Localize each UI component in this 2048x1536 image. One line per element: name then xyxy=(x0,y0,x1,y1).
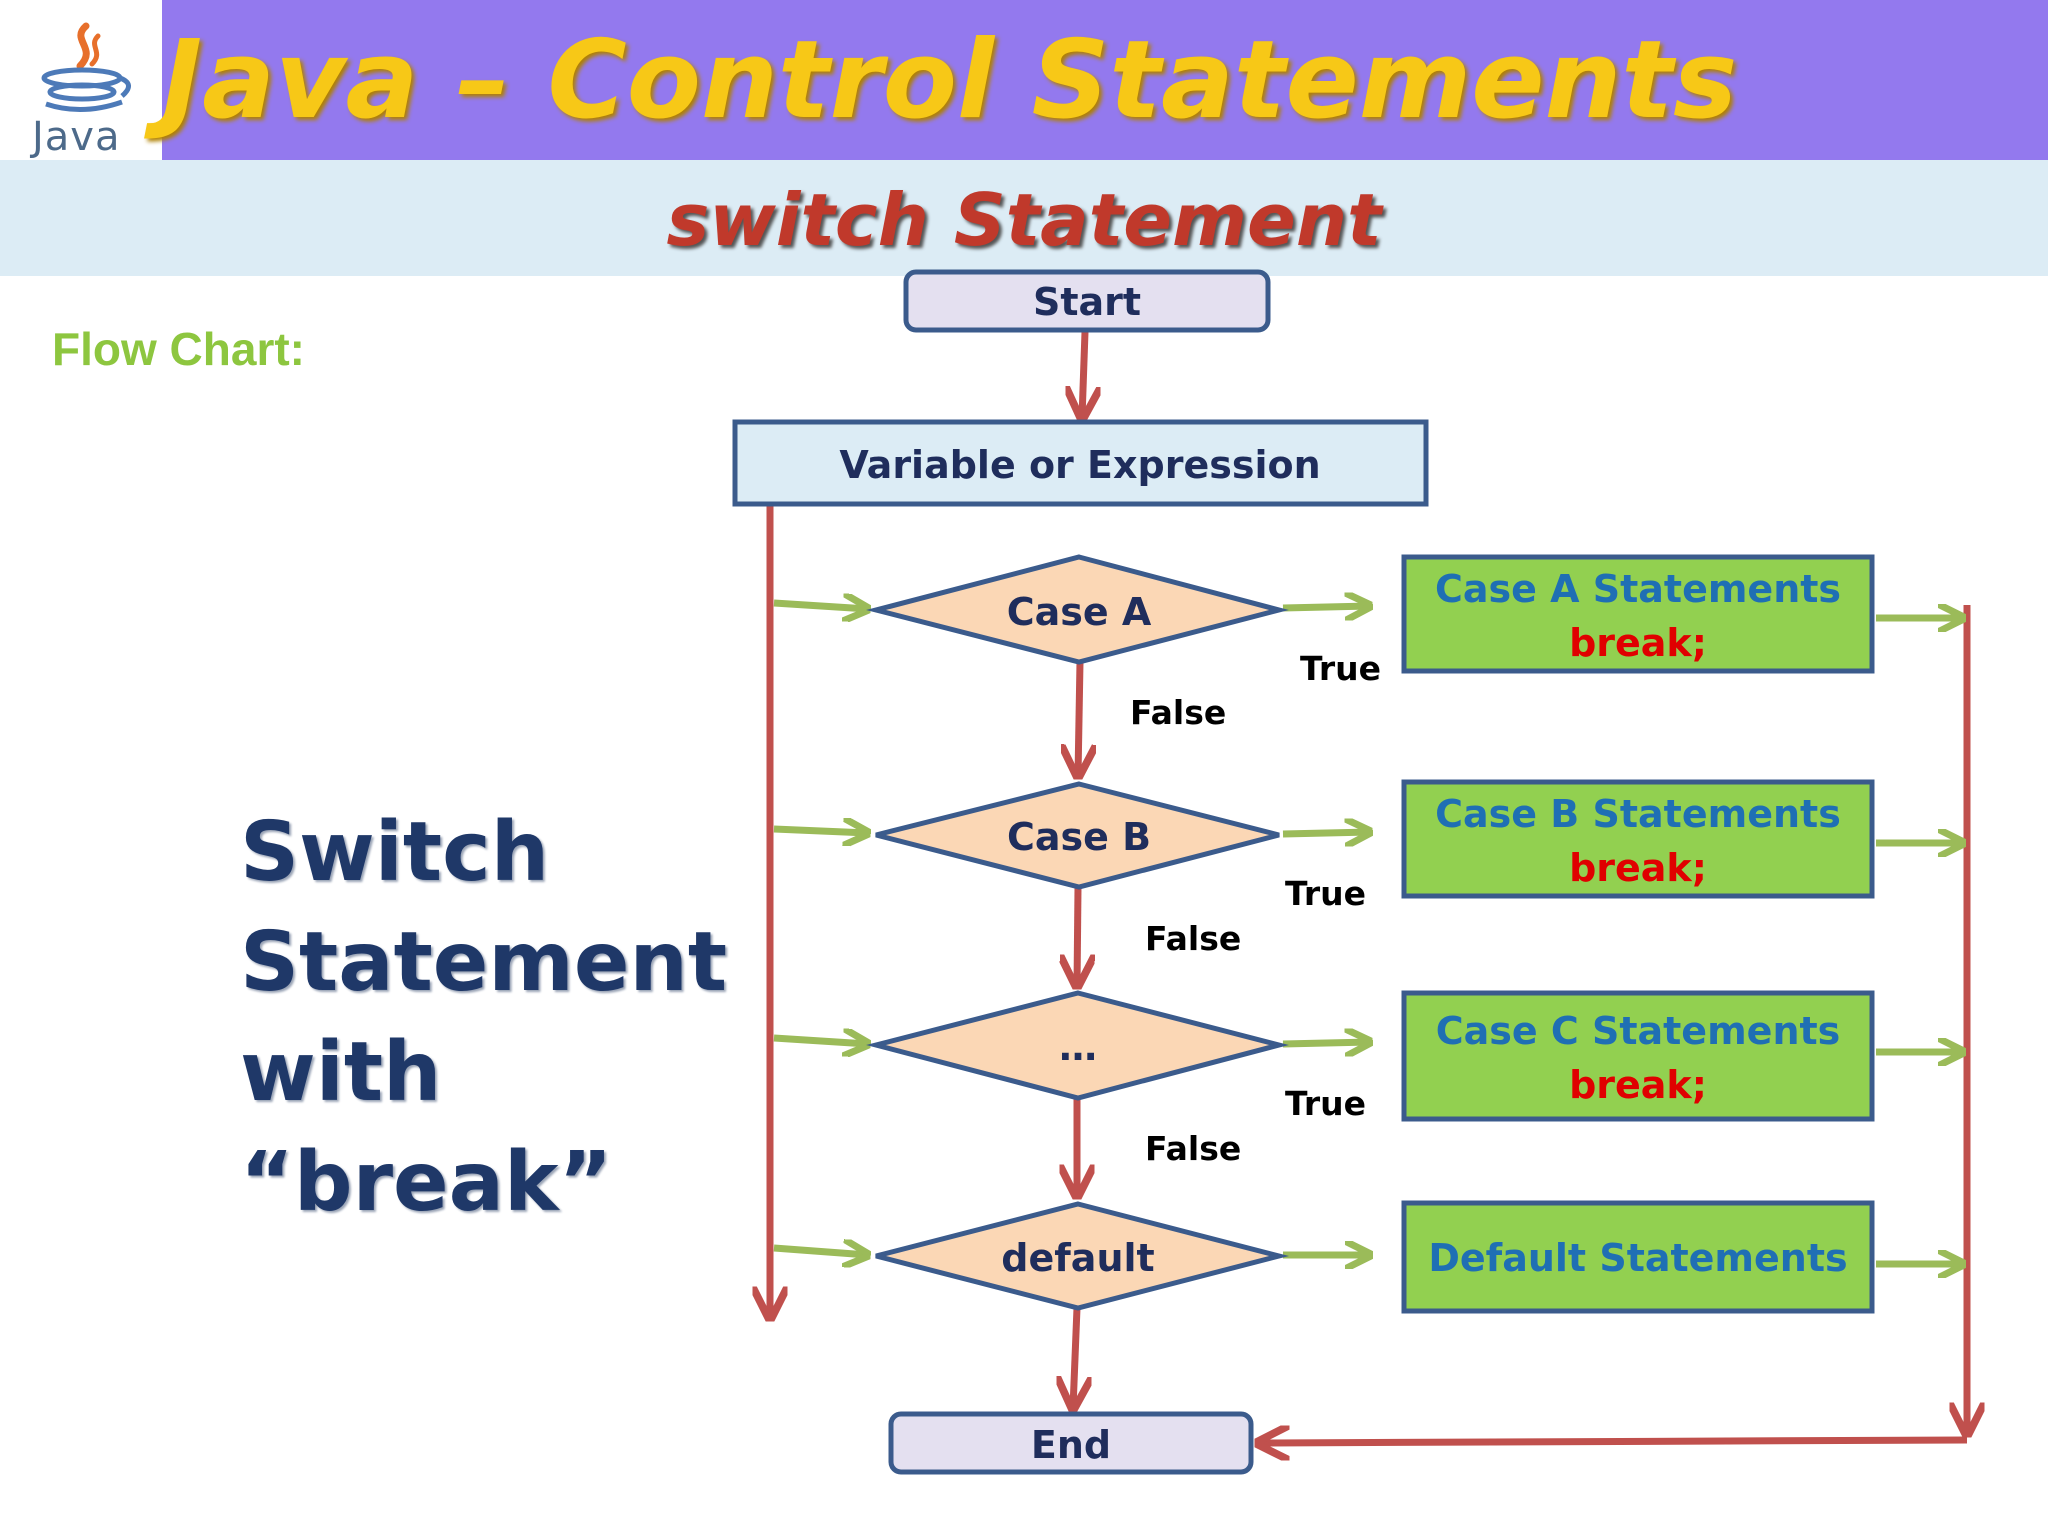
case-c-label: … xyxy=(1059,1025,1097,1069)
default-statements-label: Default Statements xyxy=(1428,1236,1847,1280)
end-label: End xyxy=(1031,1423,1111,1467)
case-b-true-label: True xyxy=(1285,874,1366,913)
case-c-true-label: True xyxy=(1285,1084,1366,1123)
default-statements-box: Default Statements xyxy=(1401,1200,1875,1314)
subtitle-band: switch Statement xyxy=(0,160,2048,276)
case-a-label: Case A xyxy=(1007,590,1152,634)
arrow-collector-to-end xyxy=(1258,1440,1968,1443)
arrow-into-case-b xyxy=(773,829,868,833)
start-node: Start xyxy=(903,269,1271,333)
case-b-statements-label: Case B Statements xyxy=(1435,792,1841,836)
arrow-caseb-to-casec xyxy=(1077,887,1078,986)
case-a-diamond: Case A xyxy=(866,554,1289,665)
arrow-case-c-true xyxy=(1282,1042,1370,1044)
title-band: Java – Control Statements xyxy=(162,0,2048,160)
end-node: End xyxy=(888,1411,1254,1475)
arrow-into-default xyxy=(773,1248,868,1255)
java-logo: Java xyxy=(0,0,162,160)
case-b-statements-box: Case B Statements break; xyxy=(1401,779,1875,899)
case-c-statements-label: Case C Statements xyxy=(1436,1009,1841,1053)
arrow-default-to-end xyxy=(1073,1307,1077,1408)
arrow-case-a-true xyxy=(1282,606,1370,608)
default-diamond: default xyxy=(875,1201,1289,1311)
case-c-statements-box: Case C Statements break; xyxy=(1401,990,1875,1122)
arrow-into-case-a xyxy=(773,603,868,609)
variable-node: Variable or Expression xyxy=(732,419,1429,507)
start-label: Start xyxy=(1033,280,1141,324)
flow-chart-label: Flow Chart: xyxy=(52,323,305,375)
page-title: Java – Control Statements xyxy=(162,18,1738,143)
case-a-statements-box: Case A Statements break; xyxy=(1401,554,1875,674)
arrow-into-case-c xyxy=(773,1038,868,1044)
java-logo-text: Java xyxy=(32,114,121,160)
case-a-false-label: False xyxy=(1130,693,1226,732)
variable-label: Variable or Expression xyxy=(839,443,1320,487)
side-caption-line-4: “break” xyxy=(240,1135,613,1230)
arrow-start-to-variable xyxy=(1082,331,1085,418)
case-b-false-label: False xyxy=(1145,919,1241,958)
case-b-label: Case B xyxy=(1007,815,1151,859)
green-arrows xyxy=(773,603,1963,1264)
arrow-casea-to-caseb xyxy=(1078,661,1080,776)
side-caption-line-3: with xyxy=(240,1025,442,1120)
side-caption-line-2: Statement xyxy=(240,915,728,1010)
java-cup-icon xyxy=(41,22,131,113)
case-b-diamond: Case B xyxy=(875,781,1280,890)
case-c-diamond: … xyxy=(866,990,1289,1101)
case-c-break-label: break; xyxy=(1569,1063,1707,1107)
case-b-break-label: break; xyxy=(1569,846,1707,890)
side-caption-line-1: Switch xyxy=(240,805,550,900)
edge-labels: True False True False True False xyxy=(1130,649,1381,1168)
red-arrows xyxy=(770,331,1968,1443)
default-label: default xyxy=(1001,1236,1154,1280)
case-a-statements-label: Case A Statements xyxy=(1435,567,1841,611)
case-a-break-label: break; xyxy=(1569,621,1707,665)
page-subtitle: switch Statement xyxy=(666,178,1382,262)
case-a-true-label: True xyxy=(1300,649,1381,688)
case-c-false-label: False xyxy=(1145,1129,1241,1168)
arrow-case-b-true xyxy=(1282,832,1370,834)
